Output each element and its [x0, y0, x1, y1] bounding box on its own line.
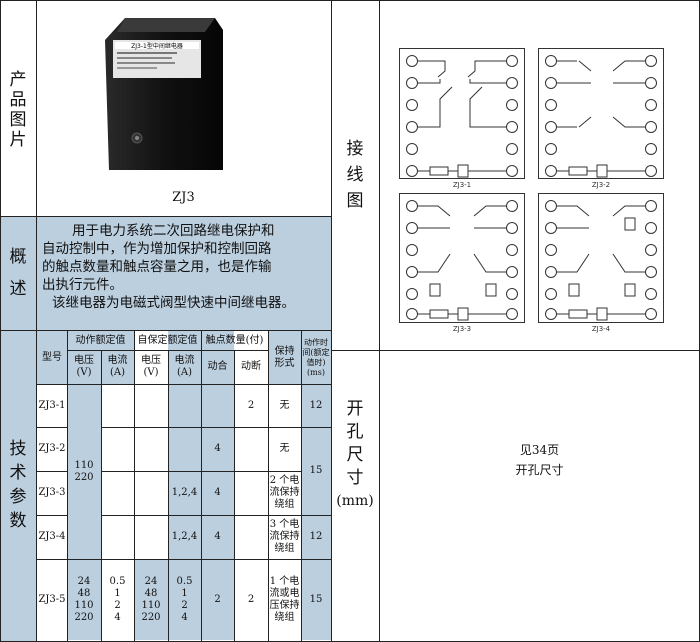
overview-line: 用于电力系统二次回路继电保护和	[72, 223, 275, 239]
table-row: ZJ3-3	[38, 487, 66, 498]
cell-time-merged: 15	[309, 465, 323, 476]
product-photo: ZJ3-1型中间继电器	[95, 10, 235, 180]
cell-make: 2	[214, 594, 221, 605]
th-action-rated: 动作额定值	[75, 334, 126, 346]
label-char: 数	[9, 511, 27, 531]
nameplate-text: ZJ3-1型中间继电器	[131, 42, 183, 50]
label-char: 线	[346, 165, 364, 185]
cell-action-current: 0.5 1 2 4	[109, 576, 126, 623]
cell-self-current: 1,2,4	[171, 487, 198, 498]
cell-break: 2	[247, 594, 255, 605]
th-model: 型号	[42, 351, 62, 363]
label-char: 参	[9, 487, 27, 507]
col-hold-header	[268, 331, 301, 384]
cutout-size-label: 开 孔 尺 寸 (mm)	[331, 398, 379, 510]
overview-text: 用于电力系统二次回路继电保护和 自动控制中，作为增加保护和控制回路 的触点数量和…	[42, 222, 330, 312]
th-action-time: 动作时 间(额定 值时) (ms)	[302, 337, 330, 377]
label-char: 产	[9, 70, 27, 90]
label-char: (mm)	[336, 492, 374, 509]
cutout-line: 开孔尺寸	[515, 463, 564, 477]
cell-time: 12	[309, 531, 323, 542]
diagram-caption: ZJ3-2	[591, 181, 611, 189]
th-action-voltage: 电压 (V)	[74, 355, 94, 378]
overview-line: 的触点数量和触点容量之用，也是作输	[42, 259, 272, 275]
label-char: 尺	[346, 444, 364, 465]
product-image-label: 产 品 图 片	[0, 40, 36, 180]
cell-time: 15	[309, 594, 323, 605]
col-action-header	[67, 331, 134, 384]
wiring-diagram-zj3-1: ZJ3-1	[399, 48, 525, 189]
overview-line: 出执行元件。	[42, 277, 123, 293]
table-row: ZJ3-2	[38, 443, 66, 454]
cell-hold: 无	[279, 399, 290, 411]
col-action-voltage	[67, 384, 101, 640]
cell-hold: 无	[279, 443, 290, 454]
col-time	[301, 331, 331, 640]
tech-params-label: 技 术 参 数	[0, 430, 36, 540]
overview-line: 该继电器为电磁式阀型快速中间继电器。	[52, 295, 295, 311]
cell-self-current: 0.5 1 2 4	[176, 576, 193, 623]
cell-time: 12	[309, 399, 323, 411]
cell-break: 2	[247, 399, 255, 411]
diagram-caption: ZJ3-1	[452, 181, 472, 189]
th-make: 动合	[207, 361, 228, 372]
cell-self-voltage: 24 48 110 220	[141, 576, 161, 623]
label-char: 述	[9, 279, 27, 299]
label-char: 概	[9, 247, 27, 267]
merged-voltage: 110 220	[74, 459, 94, 483]
diagram-caption: ZJ3-4	[591, 325, 611, 333]
diagram-caption: ZJ3-3	[452, 325, 472, 333]
label-char: 术	[9, 463, 27, 483]
cell-make: 4	[214, 487, 221, 498]
label-char: 孔	[346, 421, 364, 442]
th-self-voltage: 电压 (V)	[141, 355, 161, 378]
label-char: 接	[346, 139, 364, 159]
cell-make: 4	[214, 443, 221, 454]
col-make	[201, 331, 234, 640]
cell-action-voltage: 24 48 110 220	[74, 576, 94, 623]
wiring-diagram-zj3-2: ZJ3-2	[538, 48, 664, 189]
cutout-line: 见34页	[519, 443, 560, 457]
label-char: 开	[346, 398, 364, 419]
overview-text-band	[37, 216, 331, 330]
cell-make: 4	[214, 531, 221, 542]
cell-self-current: 1,2,4	[171, 531, 198, 542]
th-self-current: 电流 (A)	[174, 355, 195, 378]
col-self-current	[168, 331, 201, 640]
cell-hold: 1 个电 流或电 压保持 绕组	[269, 576, 300, 623]
label-char: 品	[9, 90, 27, 110]
th-self-hold-rated: 自保定额定值	[137, 334, 198, 346]
th-hold-form: 保持 形式	[274, 345, 295, 369]
th-contacts: 触点数量(付)	[205, 334, 264, 346]
table-row: ZJ3-1	[38, 399, 66, 411]
label-char: 图	[346, 191, 364, 211]
overview-label: 概 述	[0, 236, 36, 310]
tech-label-band	[0, 331, 36, 642]
label-char: 图	[9, 110, 27, 130]
col-self-voltage-r5	[134, 560, 168, 640]
wiring-diagram-label: 接 线 图	[331, 130, 379, 220]
overview-line: 自动控制中，作为增加保护和控制回路	[42, 241, 272, 257]
label-char: 寸	[346, 467, 364, 488]
label-char: 片	[9, 130, 27, 150]
table-row: ZJ3-4	[38, 531, 66, 542]
wiring-diagram-zj3-3: ZJ3-3	[399, 193, 525, 333]
cell-hold: 2 个电 流保持 绕组	[269, 475, 300, 510]
th-break: 动断	[241, 361, 261, 372]
cell-hold: 3 个电 流保持 绕组	[269, 519, 300, 554]
col-model-header	[37, 331, 67, 384]
product-name: ZJ3	[172, 190, 195, 205]
wiring-diagram-zj3-4: ZJ3-4	[538, 193, 664, 333]
th-action-current: 电流 (A)	[107, 355, 128, 378]
cutout-reference: 见34页 开孔尺寸	[380, 440, 699, 480]
overview-label-band	[0, 216, 36, 330]
label-char: 技	[9, 439, 27, 459]
table-row: ZJ3-5	[38, 594, 66, 605]
